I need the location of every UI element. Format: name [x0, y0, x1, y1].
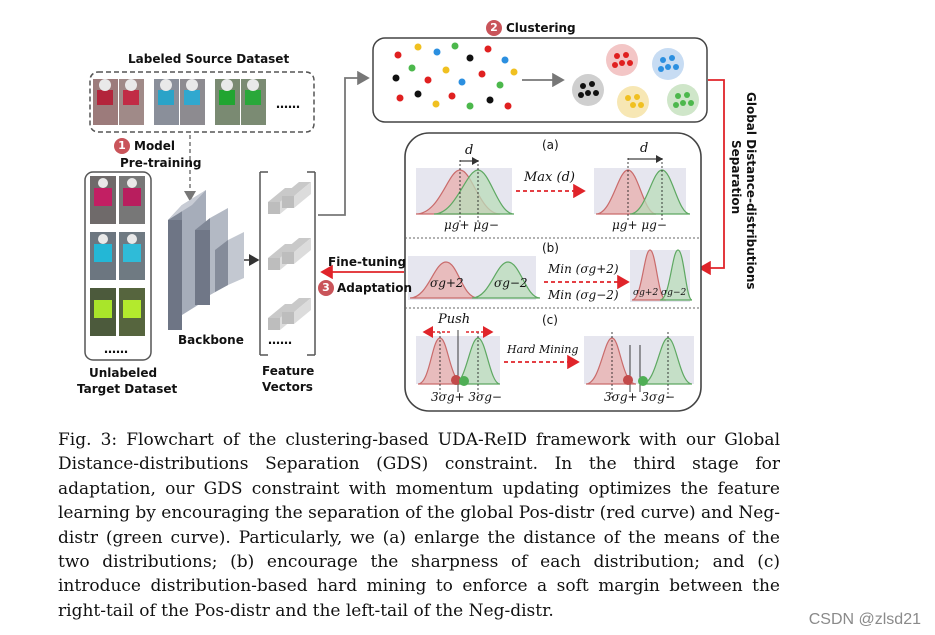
backbone-network — [168, 190, 244, 330]
feature-ellipsis: …… — [268, 333, 292, 347]
framework-diagram — [84, 37, 725, 412]
step1-badge: 1 — [114, 138, 130, 154]
step1-label-line1: Model — [134, 139, 176, 153]
panel-c-tag: (c) — [542, 313, 558, 327]
source-dataset-box — [89, 71, 315, 133]
panel-c-right-plot — [584, 332, 694, 398]
panel-c-sig-right: 3σg+ 3σg− — [604, 390, 675, 404]
feature-vectors — [268, 182, 311, 330]
unclustered-points — [392, 42, 518, 110]
figure-caption: Fig. 3: Flowchart of the clustering-base… — [58, 430, 780, 621]
panel-a-tag: (a) — [542, 138, 559, 152]
panel-a-left-plot — [415, 157, 515, 222]
panel-a-right-plot — [594, 155, 691, 222]
step3-label-line1: Fine-tuning — [328, 255, 407, 269]
panel-a-d-right: d — [640, 141, 649, 156]
panel-a-op: Max (d) — [524, 170, 575, 185]
gds-label-line2: Separation — [729, 140, 743, 215]
panel-b-op2: Min (σg−2) — [548, 288, 619, 302]
backbone-label: Backbone — [178, 333, 244, 347]
feature-label-line1: Feature — [262, 364, 315, 378]
source-dataset-label: Labeled Source Dataset — [128, 52, 290, 66]
clustering-to-gds-arrow — [698, 79, 725, 276]
step3-badge: 3 — [318, 280, 334, 296]
gds-label-line1: Global Distance-distributions — [744, 92, 758, 290]
panel-c-push: Push — [438, 312, 471, 327]
target-label-line2: Target Dataset — [77, 382, 178, 396]
features-to-clustering-arrow — [318, 70, 370, 216]
target-dataset-box — [84, 171, 152, 361]
step2-badge: 2 — [486, 20, 502, 36]
step3-label-line2: Adaptation — [337, 281, 413, 295]
panel-b-op1: Min (σg+2) — [548, 262, 619, 276]
panel-b-right-plot — [630, 249, 693, 302]
panel-c-hard-mining: Hard Mining — [507, 343, 579, 356]
target-images — [90, 176, 145, 336]
panel-c-sig-left: 3σg+ 3σg− — [431, 390, 502, 404]
step2-label: Clustering — [506, 21, 576, 35]
panel-b-sig-small: σg+2 σg−2 — [633, 288, 687, 298]
feature-label-line2: Vectors — [262, 380, 313, 394]
panel-a-d-left: d — [465, 143, 474, 158]
source-images — [93, 79, 266, 125]
feature-bracket-left — [259, 171, 268, 356]
watermark: CSDN @zlsd21 — [808, 611, 921, 628]
panel-b-sig-pos: σg+2 — [430, 276, 464, 290]
target-label-line1: Unlabeled — [89, 366, 158, 380]
panel-a-mu-left: μg+ μg− — [444, 218, 499, 232]
target-ellipsis: …… — [104, 342, 128, 356]
panel-b-sig-neg: σg−2 — [494, 276, 528, 290]
source-ellipsis: …… — [276, 97, 300, 111]
clusters — [572, 44, 699, 118]
panel-b-tag: (b) — [542, 241, 559, 255]
panel-a-mu-right: μg+ μg− — [612, 218, 667, 232]
panel-c-left-plot — [416, 326, 501, 398]
panel-b-left-plot — [408, 256, 541, 300]
feature-bracket-right — [307, 171, 316, 356]
step1-label-line2: Pre-training — [120, 156, 202, 170]
